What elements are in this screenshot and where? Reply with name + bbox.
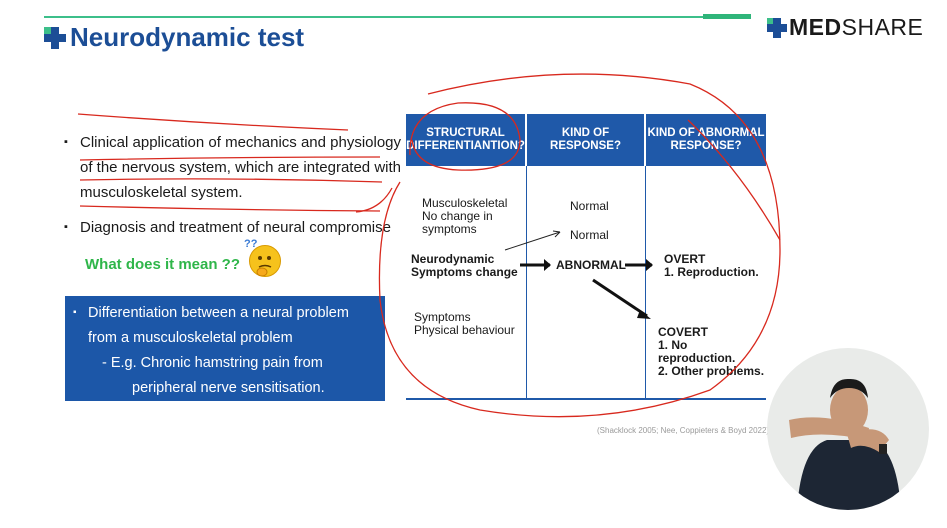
top-rule-accent <box>703 14 751 19</box>
presenter-webcam <box>767 348 929 510</box>
bullet-list: Clinical application of mechanics and ph… <box>64 130 404 240</box>
row2-label: Neurodynamic Symptoms change <box>411 252 518 279</box>
row2-response: ABNORMAL <box>556 258 626 272</box>
row1-response: Normal <box>570 199 609 213</box>
top-rule <box>44 16 749 18</box>
presenter-silhouette <box>789 378 901 510</box>
column-divider <box>526 166 527 398</box>
covert-block: COVERT 1. No reproduction. 2. Other prob… <box>658 325 765 378</box>
brand-name: MEDSHARE <box>789 14 924 40</box>
brand-cross-icon <box>767 17 787 38</box>
column-divider <box>645 166 646 398</box>
header-response: KIND OF RESPONSE? <box>527 114 644 166</box>
bullet-item: Clinical application of mechanics and ph… <box>64 130 404 205</box>
overt-block: OVERT 1. Reproduction. <box>664 252 759 279</box>
title-block: Neurodynamic test <box>44 22 304 53</box>
bullet-item: Diagnosis and treatment of neural compro… <box>64 215 404 240</box>
brand-logo: MEDSHARE <box>767 14 923 41</box>
medshare-cross-icon <box>44 26 66 49</box>
info-box: ▪ Differentiation between a neural probl… <box>65 296 385 401</box>
differentiation-table: STRUCTURAL DIFFERENTIANTION? KIND OF RES… <box>406 114 766 400</box>
annotation-underline <box>77 113 349 131</box>
header-structural: STRUCTURAL DIFFERENTIANTION? <box>406 114 525 166</box>
question-text: What does it mean ?? <box>85 256 241 273</box>
info-line: from a musculoskeletal problem <box>88 330 293 346</box>
row2-response-normal: Normal <box>570 228 609 242</box>
row1-label: Musculoskeletal No change in symptoms <box>422 196 508 236</box>
info-line: Differentiation between a neural problem <box>88 305 349 321</box>
table-bottom-rule <box>406 398 766 400</box>
citation: (Shacklock 2005; Nee, Coppieters & Boyd … <box>597 426 770 435</box>
thinking-face-icon: ?? <box>244 238 281 277</box>
row3-label: Symptoms Physical behaviour <box>414 310 515 337</box>
header-abnormal: KIND OF ABNORMAL RESPONSE? <box>646 114 766 166</box>
info-line: - E.g. Chronic hamstring pain from <box>102 355 323 371</box>
info-line: peripheral nerve sensitisation. <box>132 380 325 396</box>
page-title: Neurodynamic test <box>70 22 305 52</box>
